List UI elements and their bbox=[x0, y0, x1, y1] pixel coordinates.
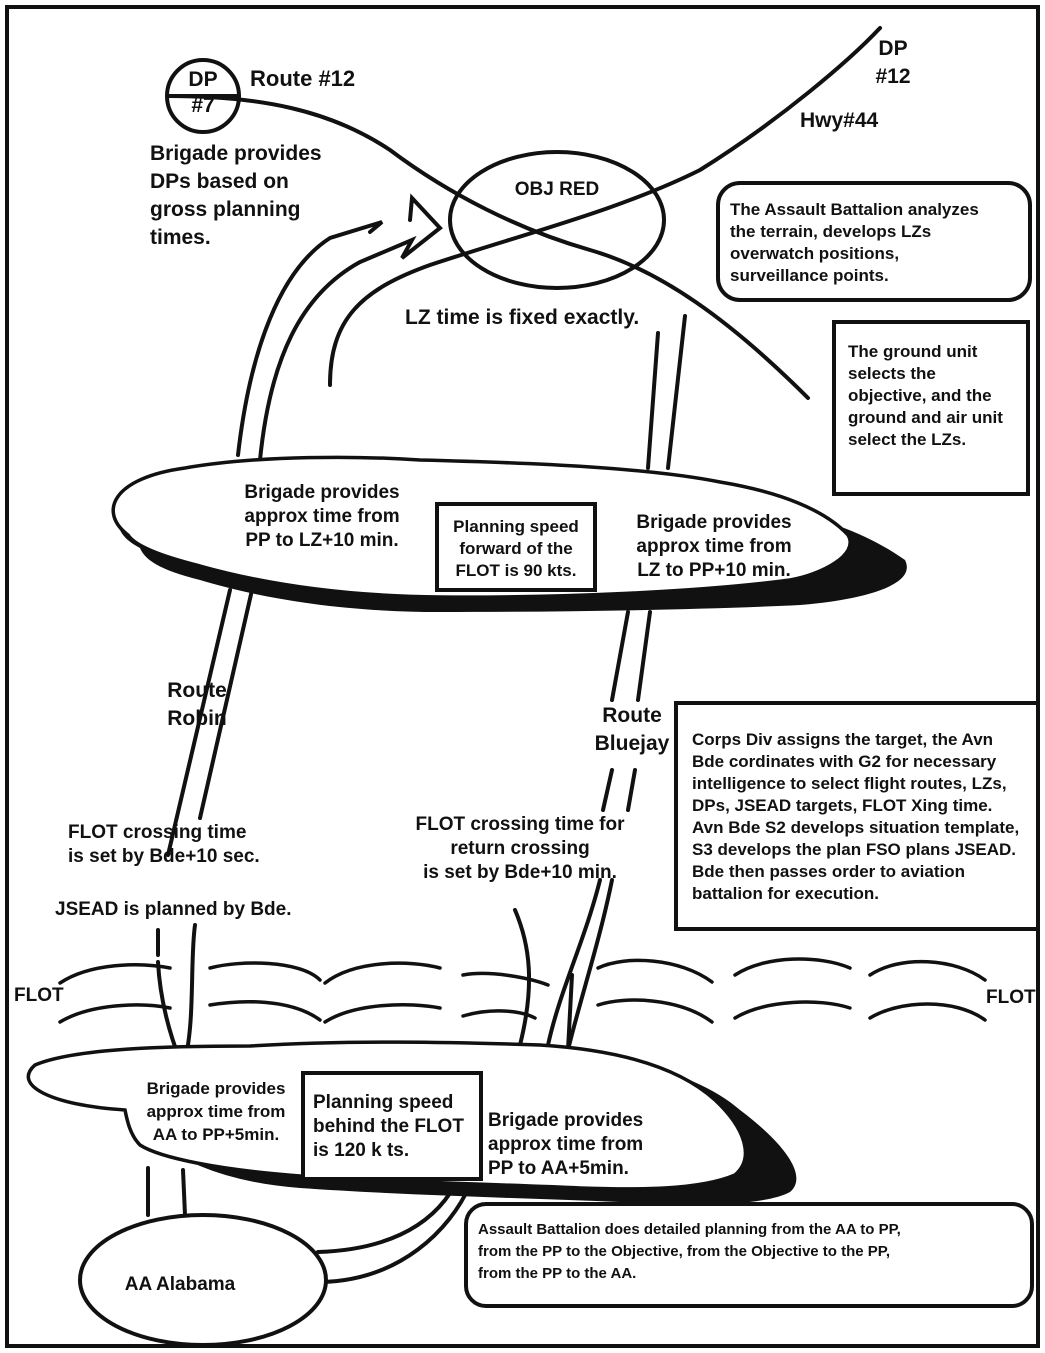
jsead-text: JSEAD is planned by Bde. bbox=[55, 899, 292, 920]
route-bluejay-strand-low-a bbox=[601, 768, 614, 812]
lz-fixed-text: LZ time is fixed exactly. bbox=[405, 306, 639, 329]
route-bluejay-strand-mid-a bbox=[610, 610, 630, 702]
route-bluejay-strand-low-b bbox=[626, 768, 637, 812]
route-bluejay-strand-cross-a bbox=[546, 878, 602, 1047]
route-bluejay-strand-cross-b bbox=[566, 878, 614, 1052]
aa-return-strand-a bbox=[316, 1183, 457, 1254]
hwy-44-line bbox=[328, 26, 882, 387]
flot-left-label: FLOT bbox=[14, 985, 64, 1006]
assault-detailed-box bbox=[464, 1202, 1034, 1308]
dp7-circle bbox=[165, 58, 241, 134]
assault-detailed-text: Assault Battalion does detailed planning… bbox=[478, 1221, 901, 1282]
speed-behind-box bbox=[301, 1071, 483, 1181]
ground-unit-box bbox=[832, 320, 1030, 496]
corps-div-box bbox=[674, 701, 1040, 931]
hwy44-label: Hwy#44 bbox=[800, 109, 879, 132]
aa-alabama-ellipse bbox=[78, 1213, 328, 1347]
route-bluejay-strand-mid-b bbox=[636, 610, 652, 702]
route-robin-strand-cross-b bbox=[183, 923, 197, 1062]
aa-alabama-label: AA Alabama bbox=[125, 1274, 236, 1295]
dp7-label: DP#7 bbox=[188, 68, 217, 117]
flot-right-label: FLOT bbox=[986, 987, 1036, 1008]
diagram-frame bbox=[5, 5, 1040, 1348]
route-robin-arrow bbox=[236, 193, 443, 462]
route-robin-strand-cross-a bbox=[156, 928, 182, 1062]
obj-red-label: OBJ RED bbox=[515, 179, 599, 200]
aa-strand-b bbox=[181, 1168, 187, 1217]
flot-line bbox=[58, 957, 987, 1024]
route-bluejay-strand-cross-c bbox=[513, 908, 532, 1047]
obj-red-ellipse bbox=[448, 150, 666, 290]
route-12-label: Route #12 bbox=[250, 66, 355, 91]
route-bluejay-strand-upper-a bbox=[646, 331, 660, 470]
route-robin-strand-upper-a bbox=[166, 588, 232, 857]
route-robin-strand-upper-b bbox=[198, 588, 254, 820]
speed-forward-box bbox=[435, 502, 597, 592]
assault-analyzes-box bbox=[716, 181, 1032, 302]
aa-return-strand-b bbox=[320, 1183, 472, 1284]
route-bluejay-strand-upper-b bbox=[666, 314, 687, 470]
route-bluejay-strand-cross-d bbox=[566, 973, 574, 1052]
dp12-label: DP#12 bbox=[875, 37, 910, 88]
route-12-line bbox=[166, 94, 810, 400]
